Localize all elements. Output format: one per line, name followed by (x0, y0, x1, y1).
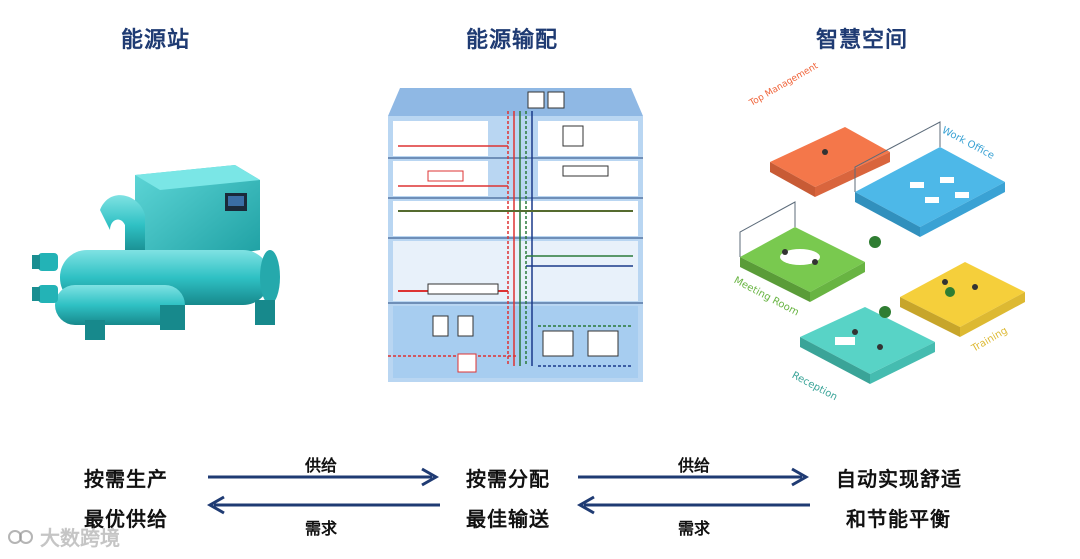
left-text-line2: 最优供给 (84, 507, 168, 531)
middle-text-line2: 最佳输送 (466, 507, 550, 531)
watermark-text: 大数跨境 (40, 526, 120, 550)
middle-text-line1: 按需分配 (466, 467, 550, 491)
chiller-illustration (32, 165, 280, 340)
supply-label-left: 供给 (305, 456, 338, 475)
watermark-logo-icon (8, 529, 33, 544)
right-text-line1: 自动实现舒适 (836, 467, 962, 491)
supply-label-right: 供给 (678, 456, 711, 475)
watermark: 大数跨境 (8, 522, 120, 551)
title-energy-station: 能源站 (121, 28, 191, 53)
smart-space-illustration (739, 121, 1025, 384)
arrows-left-pair (206, 467, 440, 515)
arrows-right-pair (576, 467, 810, 515)
demand-label-left: 需求 (305, 519, 338, 538)
title-energy-distribution: 能源输配 (466, 28, 559, 53)
distribution-schematic (388, 88, 643, 382)
title-smart-space: 智慧空间 (816, 28, 909, 53)
right-text-line2: 和节能平衡 (846, 507, 951, 531)
left-text-line1: 按需生产 (84, 467, 168, 491)
demand-label-right: 需求 (678, 519, 711, 538)
